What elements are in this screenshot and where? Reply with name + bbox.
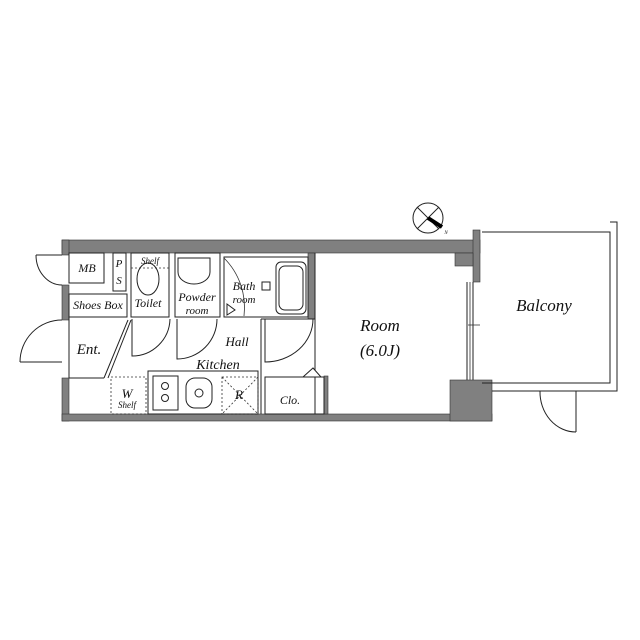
label-bath-2: room <box>233 294 256 306</box>
label-balcony: Balcony <box>516 296 572 315</box>
label-north: N <box>443 231 448 236</box>
fixtures <box>110 257 307 415</box>
label-ps-p: P <box>115 258 123 270</box>
label-bath-1: Bath <box>233 279 256 293</box>
label-closet: Clo. <box>280 393 300 407</box>
label-kitchen: Kitchen <box>195 358 240 373</box>
walls <box>61 229 493 422</box>
label-refrigerator: R <box>234 387 243 402</box>
label-entrance: Ent. <box>76 342 102 358</box>
label-powder-room-2: room <box>186 305 209 317</box>
balcony-outline <box>482 221 618 433</box>
label-powder-room-1: Powder <box>177 290 216 304</box>
north-compass-icon <box>412 202 444 234</box>
label-ps-s: S <box>116 275 122 287</box>
label-shoes-box: Shoes Box <box>73 298 123 312</box>
interior-lines <box>68 252 480 415</box>
label-toilet-shelf: Shelf <box>141 256 160 266</box>
label-mb: MB <box>77 261 96 275</box>
label-room: Room <box>359 316 400 335</box>
label-toilet: Toilet <box>135 296 163 310</box>
door-swings <box>19 254 323 378</box>
label-hall: Hall <box>224 334 249 349</box>
label-wardrobe-shelf: Shelf <box>118 400 137 410</box>
label-room-size: (6.0J) <box>360 341 400 360</box>
label-wardrobe: W <box>122 386 134 401</box>
